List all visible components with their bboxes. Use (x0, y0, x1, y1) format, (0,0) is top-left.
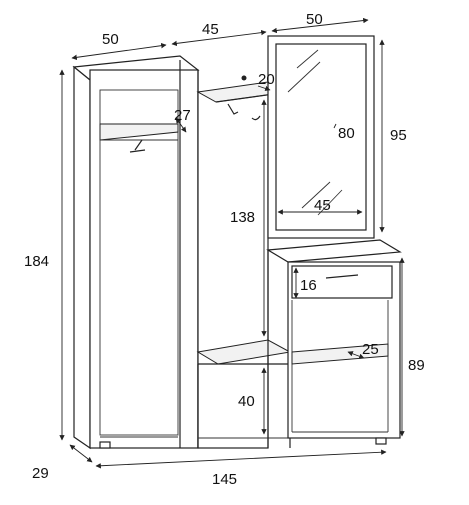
dimension-lines (59, 17, 405, 469)
dim-top-right-width: 50 (306, 11, 323, 28)
middle-back-panel (197, 91, 269, 449)
dim-middle-section-height: 138 (230, 209, 255, 226)
dim-top-middle-width: 45 (202, 21, 219, 38)
drawer-front (291, 265, 393, 299)
dim-top-left-width: 50 (102, 31, 119, 48)
dimension-labels: 50 45 50 20 27 80 45 95 138 184 16 25 89… (24, 11, 425, 488)
dim-overall-width: 145 (212, 471, 237, 488)
right-cabinet (266, 239, 402, 448)
dim-bottom-cabinet-height: 89 (408, 357, 425, 374)
dim-bench-height: 40 (238, 393, 255, 410)
dim-mirror-height: 80 (338, 125, 355, 142)
dim-mirror-width: 45 (314, 197, 331, 214)
dim-drawer-height: 16 (300, 277, 317, 294)
left-wardrobe (72, 55, 200, 450)
mirror (275, 43, 367, 231)
dim-overall-depth: 29 (32, 465, 49, 482)
dim-mirror-panel-height: 95 (390, 127, 407, 144)
middle-section (196, 75, 292, 449)
drawer-handle (325, 274, 359, 279)
hanger-rod (134, 139, 143, 151)
dim-overall-height: 184 (24, 253, 49, 270)
dim-wardrobe-shelf-depth: 27 (174, 107, 191, 124)
cabinet-shelf (291, 343, 389, 365)
mirror-panel (267, 35, 375, 239)
dim-lower-shelf-depth: 25 (362, 341, 379, 358)
dim-hat-shelf-depth: 20 (258, 71, 275, 88)
coat-hook-1 (227, 103, 239, 115)
coat-hook-2 (251, 115, 261, 121)
